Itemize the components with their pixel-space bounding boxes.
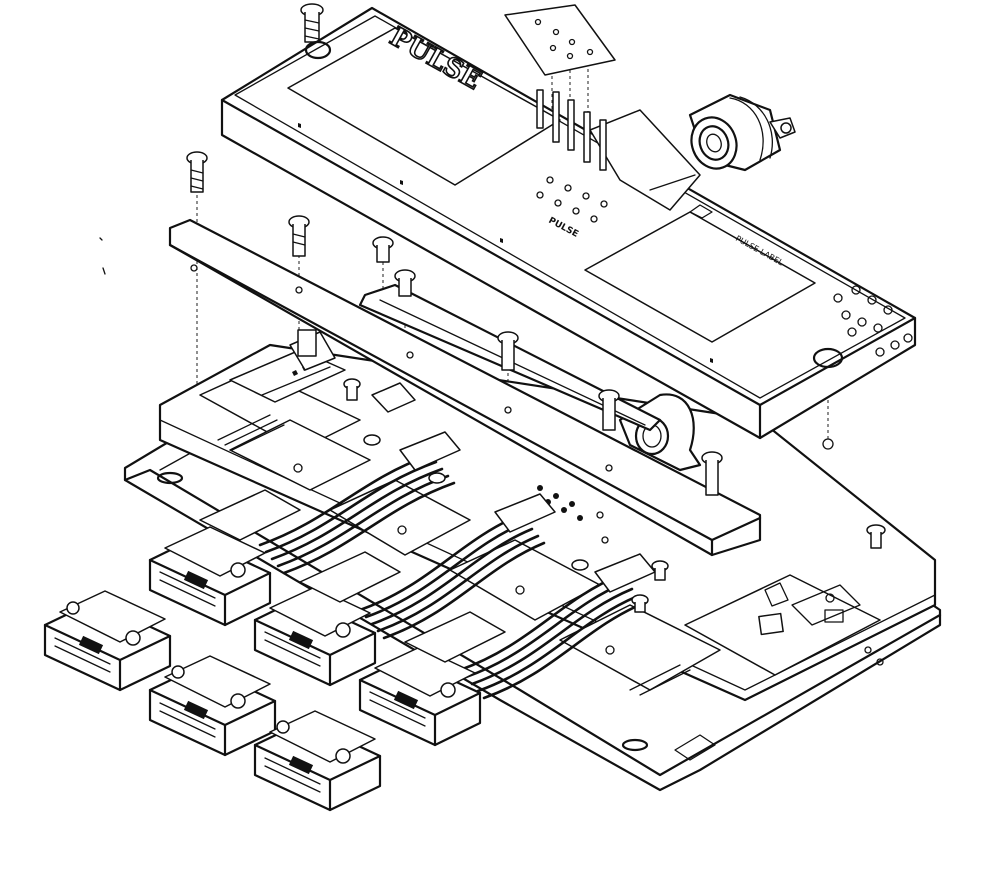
- screw-d: [394, 269, 416, 297]
- washer: [822, 438, 834, 450]
- gland-nut: [780, 122, 792, 134]
- button-holes: [833, 285, 913, 357]
- screw-e: [497, 331, 519, 371]
- screw-c: [372, 236, 394, 263]
- screw-a: [186, 151, 208, 193]
- screw-k: [651, 560, 669, 581]
- mounting-bar: [168, 218, 762, 557]
- screw-head: [276, 720, 290, 734]
- screw-head: [66, 601, 80, 615]
- loose-connector-block-1: [43, 590, 172, 692]
- screw-head: [335, 622, 351, 638]
- connector-block-3: [358, 611, 506, 747]
- header-plate: [504, 4, 616, 76]
- cable-gland: [688, 93, 796, 172]
- ribbon-cable-1: [258, 431, 461, 575]
- screws: [186, 3, 886, 613]
- display-window: [287, 27, 561, 186]
- board-pad-grid: [537, 485, 609, 544]
- loose-connector-block-2: [148, 655, 277, 757]
- corner-hole: [812, 347, 844, 369]
- screw-g: [701, 451, 723, 496]
- led-holes: [536, 176, 608, 223]
- label-window: [584, 211, 816, 343]
- screw-b: [288, 215, 310, 257]
- stray-marks: [99, 237, 106, 275]
- screw-j: [343, 378, 361, 401]
- screw-l: [631, 594, 649, 613]
- screw-top-left: [300, 3, 324, 43]
- tray-slot-left: [156, 471, 184, 485]
- ribbon-cable-3: [458, 553, 656, 700]
- header-pins: [504, 4, 616, 171]
- connector-block-1: [148, 489, 301, 627]
- screw-head: [335, 748, 351, 764]
- screw-f: [598, 389, 620, 431]
- screw-i: [866, 524, 886, 549]
- chip: [758, 612, 784, 636]
- screw-m: [363, 434, 589, 571]
- ribbon-cable-2: [358, 493, 556, 640]
- screw-head: [230, 693, 246, 709]
- top-housing: PULSE PULSE LABEL PULSE: [220, 6, 917, 440]
- corner-hole-top: [304, 40, 332, 60]
- connector-block-2: [253, 551, 401, 687]
- screw-head: [440, 682, 456, 698]
- tray-slot-right: [621, 738, 649, 752]
- screw-head: [125, 630, 141, 646]
- loose-connector-block-3: [253, 710, 382, 812]
- screw-head: [230, 562, 246, 578]
- standoff: [297, 329, 317, 357]
- screw-head: [171, 665, 185, 679]
